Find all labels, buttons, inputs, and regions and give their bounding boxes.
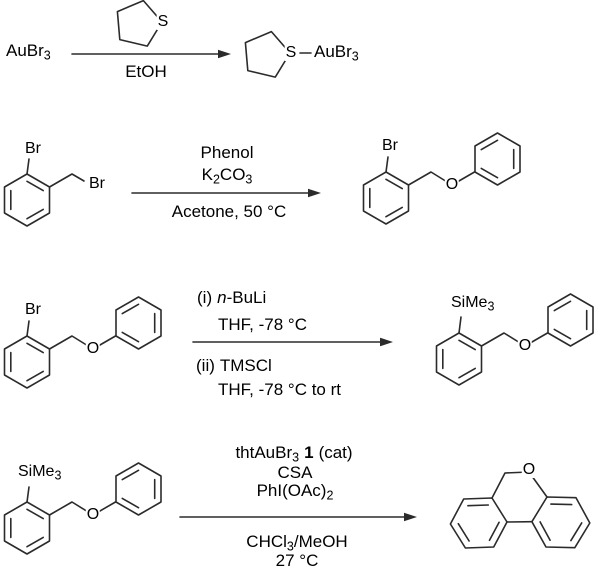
step3-reagent1-label: (i)n-BuLi [197, 288, 267, 307]
reactant-aubr3-label: AuBr3 [6, 41, 51, 63]
step4-solvent-label: CHCl3/MeOH [246, 532, 348, 554]
reaction-arrow-4 [179, 512, 417, 522]
bromine-top-label: Br [24, 140, 42, 157]
product-sime3-label: SiMe3 [450, 294, 496, 314]
product-aubr3-label: AuBr3 [314, 42, 359, 64]
silyl-ether-reactant-structure [3, 462, 162, 555]
dibenzopyran-product-structure [449, 471, 591, 549]
reaction-arrow-2 [131, 188, 321, 198]
reactant-bromine-label: Br [24, 301, 42, 318]
step2-base-label: K2CO3 [201, 165, 253, 187]
product-sulfur-atom: S [284, 44, 298, 61]
reactant-sime3-label: SiMe3 [17, 463, 63, 483]
step3-conditions1-label: THF, -78 °C [218, 315, 307, 334]
bromobenzyl-bromide-structure [3, 158, 85, 227]
step1-solvent-label: EtOH [125, 62, 167, 82]
step3-reagent2-label: (ii)TMSCl [196, 356, 272, 375]
silyl-ether-product-structure [435, 293, 594, 386]
product-oxygen-atom: O [517, 337, 533, 354]
step4-oxidant-label: PhI(OAc)2 [256, 481, 334, 503]
bromobenzyl-phenyl-ether-reactant-structure [3, 296, 162, 389]
reactant-oxygen-atom: O [85, 340, 101, 357]
product-bromine-label: Br [381, 137, 399, 154]
bromobenzyl-phenyl-ether-structure [362, 132, 521, 225]
bromine-chain-label: Br [88, 175, 106, 192]
tht-ring-reagent [116, 0, 163, 47]
step2-reagent-label: Phenol [200, 143, 254, 163]
ether-oxygen-atom: O [444, 176, 460, 193]
step4-temperature-label: 27 °C [275, 551, 319, 571]
pyran-oxygen-atom: O [521, 461, 537, 478]
step4-acid-label: CSA [277, 463, 313, 483]
step3-conditions2-label: THF, -78 °C to rt [218, 380, 341, 399]
reactant-ether-oxygen-atom: O [85, 506, 101, 523]
step2-conditions-label: Acetone, 50 °C [171, 202, 287, 222]
reaction-arrow-1 [71, 49, 231, 59]
reaction-arrow-3 [192, 337, 393, 347]
tht-sulfur-atom: S [156, 13, 170, 30]
tht-aubr3-product-structure [244, 30, 312, 78]
